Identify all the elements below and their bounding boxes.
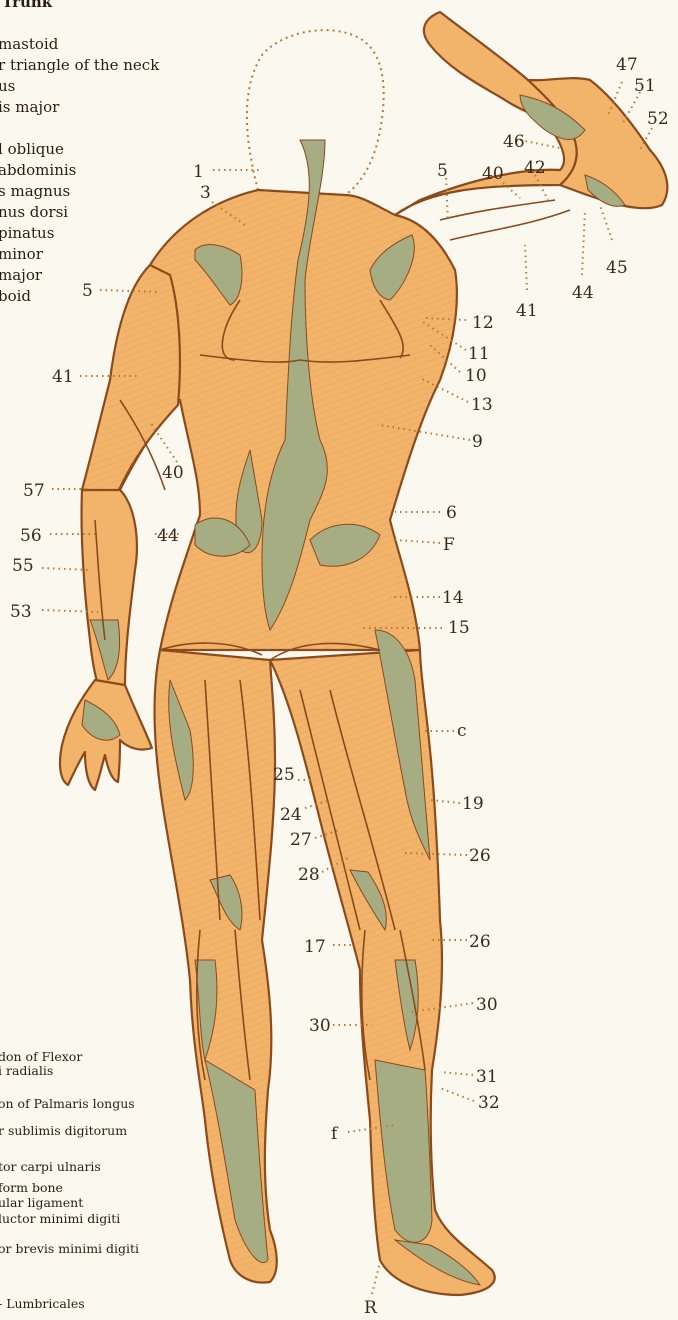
label-26-upper: 26 — [469, 846, 491, 866]
label-19: 19 — [462, 794, 484, 814]
label-46: 46 — [503, 132, 525, 152]
label-44-arm: 44 — [572, 283, 594, 303]
label-57: 57 — [23, 481, 45, 501]
label-R: R — [364, 1298, 378, 1318]
label-40-left: 40 — [162, 463, 184, 483]
label-28: 28 — [298, 865, 320, 885]
label-42: 42 — [524, 158, 546, 178]
label-27: 27 — [290, 830, 312, 850]
label-3: 3 — [200, 183, 211, 203]
label-24: 24 — [280, 805, 302, 825]
label-45: 45 — [606, 258, 628, 278]
label-26-lower: 26 — [469, 932, 491, 952]
label-11: 11 — [468, 344, 490, 364]
label-47: 47 — [616, 55, 638, 75]
label-32: 32 — [478, 1093, 500, 1113]
label-41-arm: 41 — [516, 301, 538, 321]
label-14: 14 — [442, 588, 464, 608]
label-5-right: 5 — [437, 161, 448, 181]
label-5-left: 5 — [82, 281, 93, 301]
label-30-left: 30 — [309, 1016, 331, 1036]
label-c: c — [457, 721, 467, 741]
label-52: 52 — [647, 109, 669, 129]
label-40-arm: 40 — [482, 164, 504, 184]
label-56: 56 — [20, 526, 42, 546]
label-f: f — [331, 1124, 339, 1144]
label-13: 13 — [471, 395, 493, 415]
label-51: 51 — [634, 76, 656, 96]
label-44-left: 44 — [157, 526, 179, 546]
label-15: 15 — [448, 618, 470, 638]
label-55: 55 — [12, 556, 34, 576]
label-F: F — [443, 535, 455, 555]
label-53: 53 — [10, 602, 32, 622]
label-25: 25 — [273, 765, 295, 785]
label-41-left: 41 — [52, 367, 74, 387]
label-12: 12 — [472, 313, 494, 333]
label-6: 6 — [446, 503, 457, 523]
label-9: 9 — [472, 432, 483, 452]
label-17: 17 — [304, 937, 326, 957]
label-1: 1 — [193, 162, 204, 182]
label-31: 31 — [476, 1067, 498, 1087]
label-10: 10 — [465, 366, 487, 386]
label-30-right: 30 — [476, 995, 498, 1015]
